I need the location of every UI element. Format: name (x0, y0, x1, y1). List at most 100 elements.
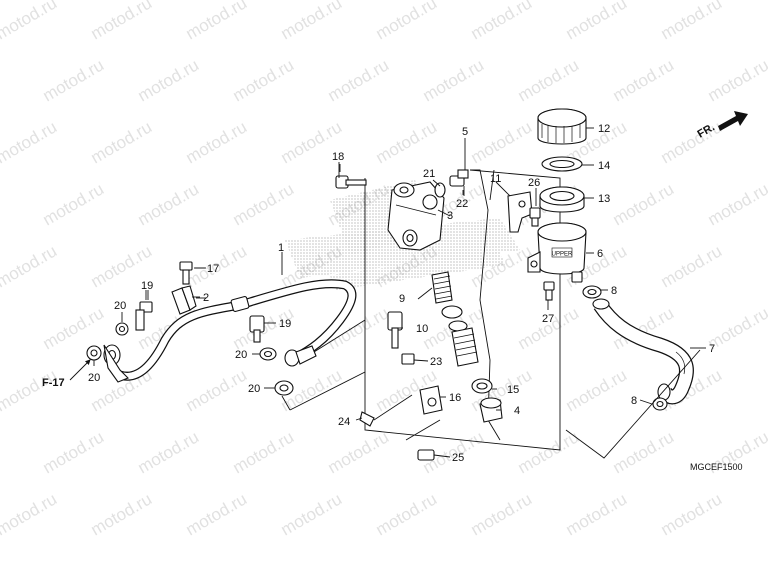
front-direction-indicator: FR. (696, 111, 748, 141)
part-label-24: 24 (338, 416, 350, 428)
part-label-17: 17 (207, 263, 219, 275)
part-label-21: 21 (423, 168, 435, 180)
washers-20 (86, 322, 294, 396)
watermark-text: motod.ru (658, 0, 726, 43)
hose-1 (103, 279, 357, 383)
watermark-text: motod.ru (325, 427, 393, 477)
fitting-21-22 (434, 169, 469, 198)
watermark-text: motod.ru (705, 55, 768, 105)
watermark-text: motod.ru (610, 179, 678, 229)
part-label-4: 4 (514, 405, 520, 417)
watermark-text: motod.ru (0, 365, 60, 415)
reservoir-upper-text: UPPER (552, 252, 573, 258)
part-labels: 1 2 3 4 5 6 7 8 8 9 10 11 12 13 14 15 16… (88, 123, 715, 464)
part-label-25: 25 (452, 452, 464, 464)
watermark-text: motod.ru (515, 303, 583, 353)
part-label-7: 7 (709, 343, 715, 355)
part-label-8-bottom: 8 (631, 395, 637, 407)
leader-lines (93, 127, 706, 458)
watermark-text: motod.ru (40, 303, 108, 353)
front-arrow-icon (718, 111, 748, 131)
clip-8-bottom (652, 397, 668, 411)
watermark-text: motod.ru (0, 489, 60, 539)
part-label-13: 13 (598, 193, 610, 205)
watermark-text: motod.ru (468, 489, 536, 539)
watermark-text: motod.ru (420, 55, 488, 105)
reservoir-group: UPPER (527, 108, 587, 283)
clip-8-top (582, 285, 602, 299)
watermark-text: motod.ru (230, 179, 298, 229)
bolt-19-left (135, 290, 153, 331)
part-label-27: 27 (542, 313, 554, 325)
watermark-text: motod.ru (183, 365, 251, 415)
part-label-2: 2 (203, 292, 209, 304)
watermark-text: motod.ru (705, 179, 768, 229)
watermark-text: motod.ru (563, 365, 631, 415)
guide-lines (281, 169, 701, 459)
watermark-text: motod.ru (373, 0, 441, 43)
piston-assembly (387, 271, 503, 423)
watermark-text: motod.ru (88, 0, 156, 43)
watermark-text: motod.ru (40, 179, 108, 229)
part-label-5: 5 (462, 126, 468, 138)
part-label-10: 10 (416, 323, 428, 335)
watermark-text: motod.ru (0, 0, 60, 43)
watermark-text: motod.ru (373, 117, 441, 167)
watermark-text: motod.ru (515, 427, 583, 477)
watermark-text: motod.ru (135, 55, 203, 105)
watermark-text: motod.ru (0, 241, 60, 291)
part-label-14: 14 (598, 160, 610, 172)
bolt-19-right (249, 315, 265, 343)
watermark-text: motod.ru (658, 241, 726, 291)
watermark-text: motod.ru (135, 179, 203, 229)
bracket-11 (495, 181, 533, 233)
watermark-text: motod.ru (183, 0, 251, 43)
watermark-text: motod.ru (230, 55, 298, 105)
part-label-20-c: 20 (235, 349, 247, 361)
watermark-text: motod.ru (563, 0, 631, 43)
diagram-code: MGCEF1500 (690, 462, 743, 472)
part-label-19-left: 19 (141, 280, 153, 292)
bolt-27 (543, 281, 555, 301)
part-label-1: 1 (278, 242, 284, 254)
part-label-20-a: 20 (114, 300, 126, 312)
watermark-text: motod.ru (515, 55, 583, 105)
part-label-19-right: 19 (279, 318, 291, 330)
watermark-text: motod.ru (40, 427, 108, 477)
watermark-text: motod.ru (0, 117, 60, 167)
part-label-3: 3 (447, 210, 453, 222)
watermark-text: motod.ru (325, 55, 393, 105)
spring-9 (431, 271, 453, 304)
reference-f17: F-17 (42, 359, 91, 389)
watermark-text: motod.ru (658, 117, 726, 167)
part-label-6: 6 (597, 248, 603, 260)
part-label-20-d: 20 (248, 383, 260, 395)
watermark-text: motod.ru (183, 117, 251, 167)
watermark-text: motod.ru (88, 117, 156, 167)
watermark-text: motod.ru (183, 489, 251, 539)
ref-label: F-17 (42, 377, 65, 389)
part-label-9: 9 (399, 293, 405, 305)
watermark-text: motod.ru (468, 0, 536, 43)
watermark-text: motod.ru (373, 489, 441, 539)
watermark-text: motod.ru (135, 427, 203, 477)
part-label-11: 11 (490, 173, 501, 185)
part-label-22: 22 (456, 198, 468, 210)
watermark-text: motod.ru (610, 427, 678, 477)
watermark-text: motod.ru (563, 489, 631, 539)
part-label-26: 26 (528, 177, 540, 189)
part-label-15: 15 (507, 384, 519, 396)
bolt-26 (529, 207, 541, 227)
bolt-18 (335, 164, 367, 189)
watermark-text: motod.ru (88, 489, 156, 539)
watermark-text: motod.ru (278, 0, 346, 43)
part-label-23: 23 (430, 356, 442, 368)
bracket-2 (171, 285, 206, 315)
watermark-text: motod.ru (468, 117, 536, 167)
watermark-text: motod.ru (230, 427, 298, 477)
part-label-18: 18 (332, 151, 344, 163)
watermark-text: motod.ru (658, 489, 726, 539)
watermark-text: motod.ru (278, 489, 346, 539)
